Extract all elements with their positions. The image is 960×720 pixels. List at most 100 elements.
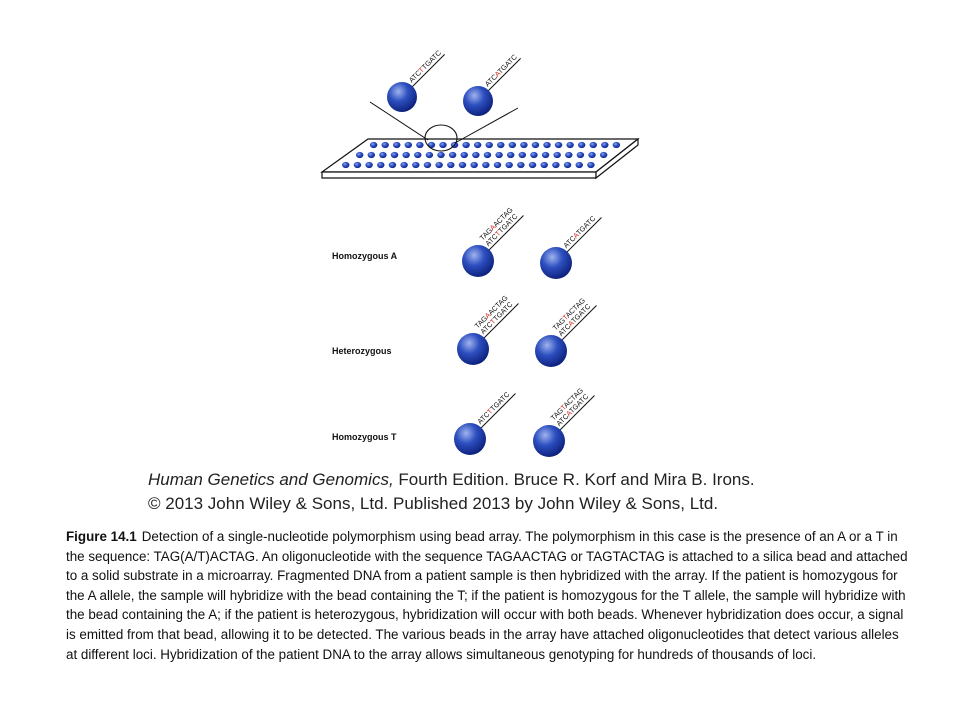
silica-bead <box>540 247 572 279</box>
figure-label: Figure 14.1 <box>66 529 137 544</box>
array-dot <box>566 141 574 149</box>
oligo-stick <box>558 305 597 344</box>
book-authors: Fourth Edition. Bruce R. Korf and Mira B… <box>393 470 755 489</box>
array-dot <box>435 161 443 169</box>
array-dot <box>530 151 538 159</box>
array-dot <box>425 151 434 159</box>
array-dot <box>518 151 527 159</box>
oligo-stick <box>556 395 595 434</box>
array-dot <box>388 161 397 169</box>
silica-bead <box>533 425 565 457</box>
array-dot <box>508 141 517 149</box>
array-dot <box>400 161 408 169</box>
array-dot <box>483 151 492 159</box>
silica-bead <box>387 82 417 112</box>
array-dot <box>599 151 608 159</box>
array-dot <box>589 141 597 149</box>
array-dot <box>552 161 560 169</box>
copyright-line: © 2013 John Wiley & Sons, Ltd. Published… <box>148 494 719 513</box>
array-dot <box>447 161 455 169</box>
probe-sequence: ATCTTGATC <box>407 48 443 84</box>
array-dot <box>553 151 561 159</box>
row-label-heterozygous: Heterozygous <box>332 346 392 356</box>
array-dot <box>390 151 399 159</box>
array-dot <box>342 161 350 169</box>
book-title: Human Genetics and Genomics, <box>148 470 394 489</box>
array-dot <box>402 151 410 159</box>
array-dot <box>482 161 490 169</box>
array-dot <box>473 141 482 149</box>
array-dot <box>601 141 609 149</box>
array-dot <box>563 161 572 169</box>
array-dot <box>404 141 413 149</box>
array-dot <box>448 151 457 159</box>
homozygous-a-right-bead: ATCATGATC <box>540 214 602 279</box>
array-dot <box>531 141 540 149</box>
oligo-stick <box>485 215 524 254</box>
top-probe-bead-t: ATCTTGATC <box>387 48 445 112</box>
array-dot <box>528 161 537 169</box>
array-dot <box>414 151 422 159</box>
array-dot <box>587 161 595 169</box>
probe-sequence: ATCATGATC <box>483 52 519 88</box>
array-bead-grid <box>342 141 621 169</box>
array-dot <box>554 141 563 149</box>
array-dot <box>495 151 503 159</box>
oligo-stick <box>563 217 602 256</box>
probe-sequence: ATCTTGATC <box>475 390 511 426</box>
array-dot <box>353 161 362 169</box>
microarray-slide <box>320 137 640 180</box>
array-dot <box>505 161 513 169</box>
array-dot <box>517 161 525 169</box>
array-dot <box>439 141 447 149</box>
row-label-homozygous-a: Homozygous A <box>332 251 398 261</box>
array-dot <box>460 151 468 159</box>
array-dot <box>355 151 364 159</box>
oligo-stick <box>409 54 445 90</box>
array-dot <box>543 141 551 149</box>
array-dot <box>577 141 586 149</box>
array-dot <box>412 161 420 169</box>
array-dot <box>565 151 573 159</box>
array-dot <box>541 151 550 159</box>
array-dot <box>379 151 387 159</box>
array-dot <box>377 161 385 169</box>
array-dot <box>507 151 515 159</box>
array-dot <box>576 151 585 159</box>
array-dot <box>416 141 424 149</box>
array-dot <box>485 141 493 149</box>
array-dot <box>367 151 376 159</box>
array-dot <box>493 161 502 169</box>
array-dot <box>369 141 378 149</box>
array-dot <box>520 141 528 149</box>
homozygous-t-left-bead: ATCTTGATC <box>454 390 516 455</box>
array-dot <box>472 151 480 159</box>
array-dot <box>393 141 401 149</box>
array-dot <box>540 161 548 169</box>
silica-bead <box>535 335 567 367</box>
array-dot <box>423 161 432 169</box>
row-label-homozygous-t: Homozygous T <box>332 432 397 442</box>
array-dot <box>470 161 478 169</box>
probe-sequence: ATCATGATC <box>561 214 597 250</box>
array-dot <box>588 151 596 159</box>
figure-caption-text: Detection of a single-nucleotide polymor… <box>66 529 908 662</box>
oligo-stick <box>477 393 516 432</box>
book-credit-line: Human Genetics and Genomics, Fourth Edit… <box>148 469 755 491</box>
silica-bead <box>462 245 494 277</box>
zoom-callout <box>369 101 519 152</box>
array-dot <box>462 141 470 149</box>
top-probe-bead-a: ATCATGATC <box>463 52 521 116</box>
array-dot <box>575 161 583 169</box>
silica-bead <box>463 86 493 116</box>
silica-bead <box>454 423 486 455</box>
array-dot <box>612 141 621 149</box>
array-dot <box>458 161 467 169</box>
array-dot <box>497 141 505 149</box>
oligo-stick <box>480 303 519 342</box>
